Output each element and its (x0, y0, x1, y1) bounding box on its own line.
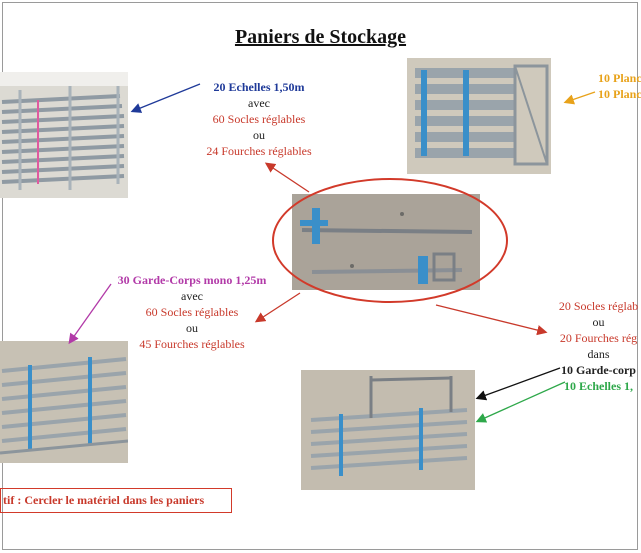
forks-option: 24 Fourches réglables (206, 144, 312, 158)
plank-basket-text: 10 Planc 10 Planc (598, 70, 641, 102)
with-label: avec (181, 289, 203, 303)
bases-option: 60 Socles réglables (145, 305, 239, 319)
guardrail-basket-text: 30 Garde-Corps mono 1,25m avec 60 Socles… (112, 272, 272, 352)
bases-option: 20 Socles réglab (558, 299, 639, 313)
or-label: ou (592, 315, 605, 329)
photo-plank-basket (407, 58, 551, 174)
ladder-basket-text: 20 Echelles 1,50m avec 60 Socles réglabl… (199, 79, 319, 159)
photo-mixed-basket (301, 370, 475, 490)
photo-ladder-basket (0, 72, 128, 198)
instruction-note: tif : Cercler le matériel dans les panie… (0, 488, 232, 513)
guardrail-count: 30 Garde-Corps mono 1,25m (117, 273, 267, 287)
forks-option: 20 Fourches rég (559, 331, 638, 345)
forks-option: 45 Fourches réglables (139, 337, 245, 351)
guardrail-count: 10 Garde-corp (561, 363, 636, 377)
or-label: ou (186, 321, 198, 335)
plank-count-2: 10 Planc (598, 87, 641, 101)
highlight-ellipse (272, 178, 508, 303)
ladder-count: 20 Echelles 1,50m (213, 80, 305, 94)
with-label: avec (248, 96, 270, 110)
plank-count-1: 10 Planc (598, 71, 641, 85)
in-label: dans (587, 347, 610, 361)
or-label: ou (253, 128, 265, 142)
ladder-count: 10 Echelles 1, (564, 379, 633, 393)
page-title: Paniers de Stockage (234, 26, 407, 48)
bases-option: 60 Socles réglables (212, 112, 306, 126)
photo-guardrail-basket (0, 341, 128, 463)
mixed-basket-text: 20 Socles réglab ou 20 Fourches rég dans… (556, 298, 641, 394)
